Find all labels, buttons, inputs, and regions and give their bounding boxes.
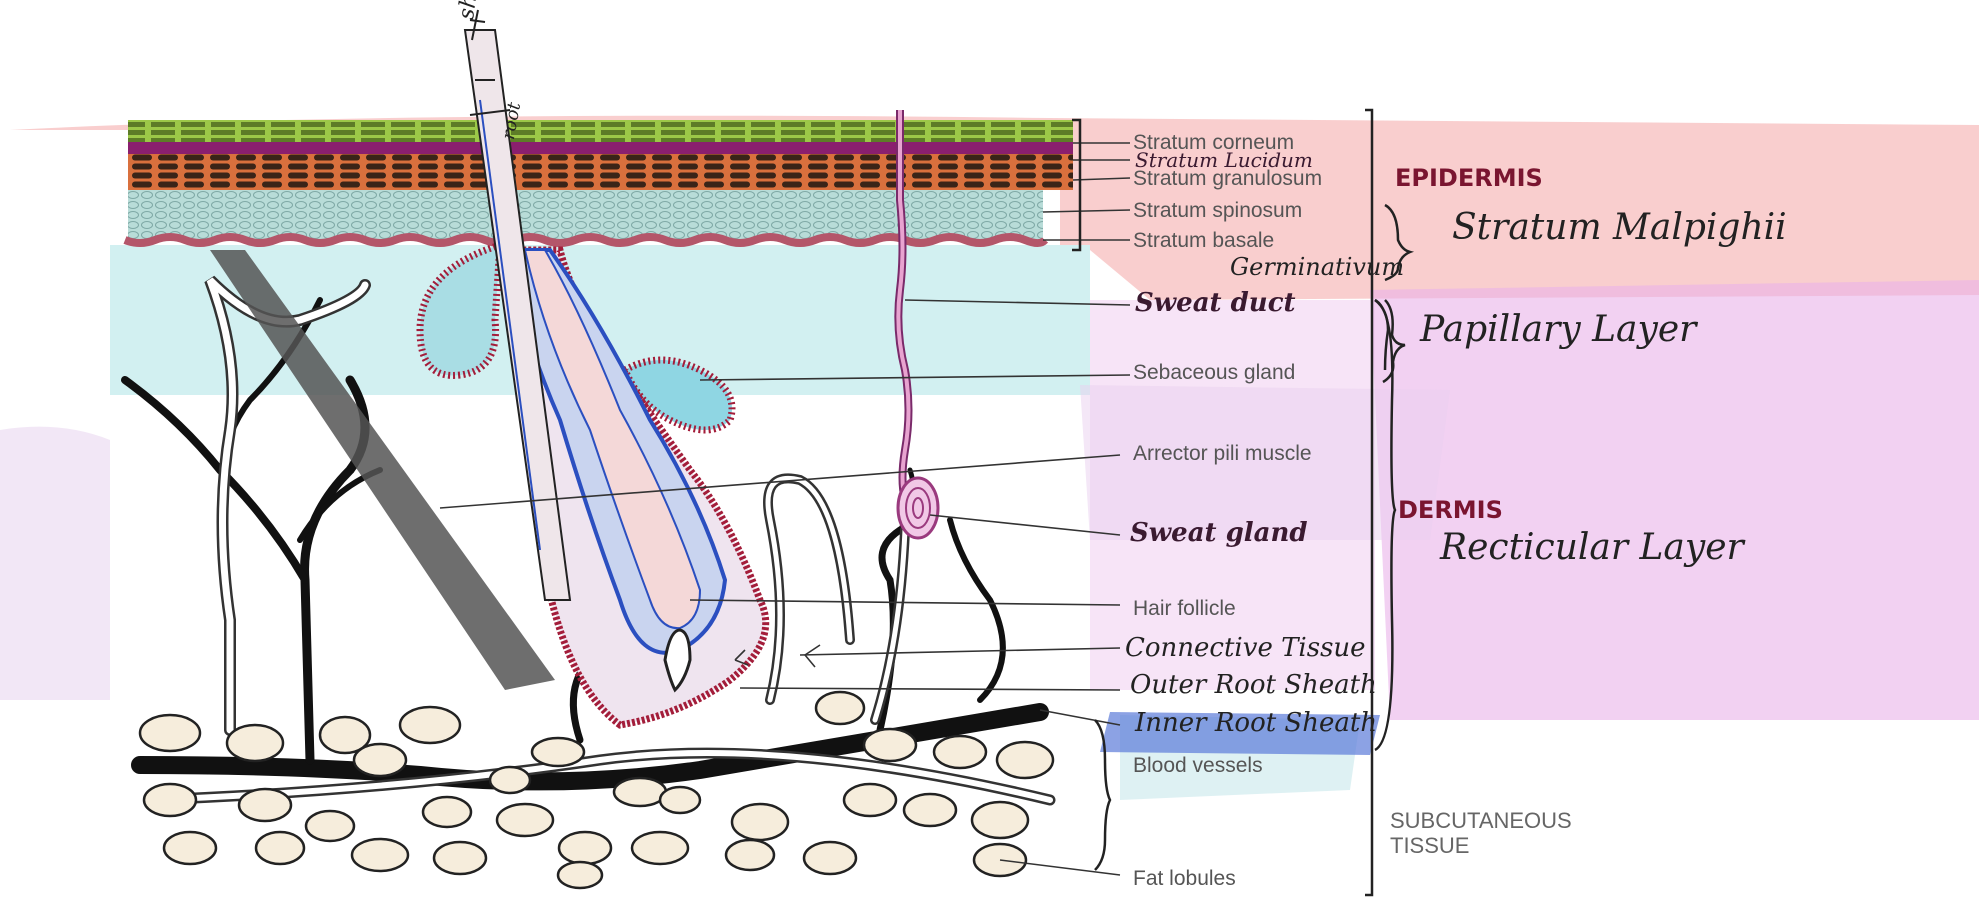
label-subcutaneous-tissue: SUBCUTANEOUS TISSUE [1390,808,1572,859]
label-connective-tissue: Connective Tissue [1125,635,1366,661]
label-reticular-layer: Recticular Layer [1440,530,1744,566]
label-epidermis: EPIDERMIS [1395,166,1543,190]
label-stratum-basale: Stratum basale [1133,230,1274,251]
label-fat-lobules: Fat lobules [1133,868,1236,889]
label-germinativum: Germinativum [1230,255,1404,279]
label-stratum-spinosum: Stratum spinosum [1133,200,1302,221]
label-arrector-pili-muscle: Arrector pili muscle [1133,443,1312,464]
label-sebaceous-gland: Sebaceous gland [1133,362,1295,383]
stratum-granulosum-layer [128,154,1073,190]
label-sweat-duct: Sweat duct [1135,290,1296,316]
label-subcutaneous-line1: SUBCUTANEOUS [1390,808,1572,833]
label-stratum-granulosum: Stratum granulosum [1133,168,1322,189]
label-hair-follicle: Hair follicle [1133,598,1236,619]
stratum-corneum-layer [128,120,1073,142]
label-outer-root-sheath: Outer Root Sheath [1130,672,1377,698]
label-stratum-malpighii: Stratum Malpighii [1452,210,1787,246]
label-subcutaneous-line2: TISSUE [1390,833,1572,858]
label-inner-root-sheath: Inner Root Sheath [1135,710,1377,736]
epidermis-layers [125,120,1073,243]
label-blood-vessels: Blood vessels [1133,755,1263,776]
label-sweat-gland: Sweat gland [1130,520,1308,546]
label-papillary-layer: Papillary Layer [1420,312,1696,348]
label-dermis: DERMIS [1398,498,1503,522]
stratum-lucidum-layer [128,142,1073,154]
